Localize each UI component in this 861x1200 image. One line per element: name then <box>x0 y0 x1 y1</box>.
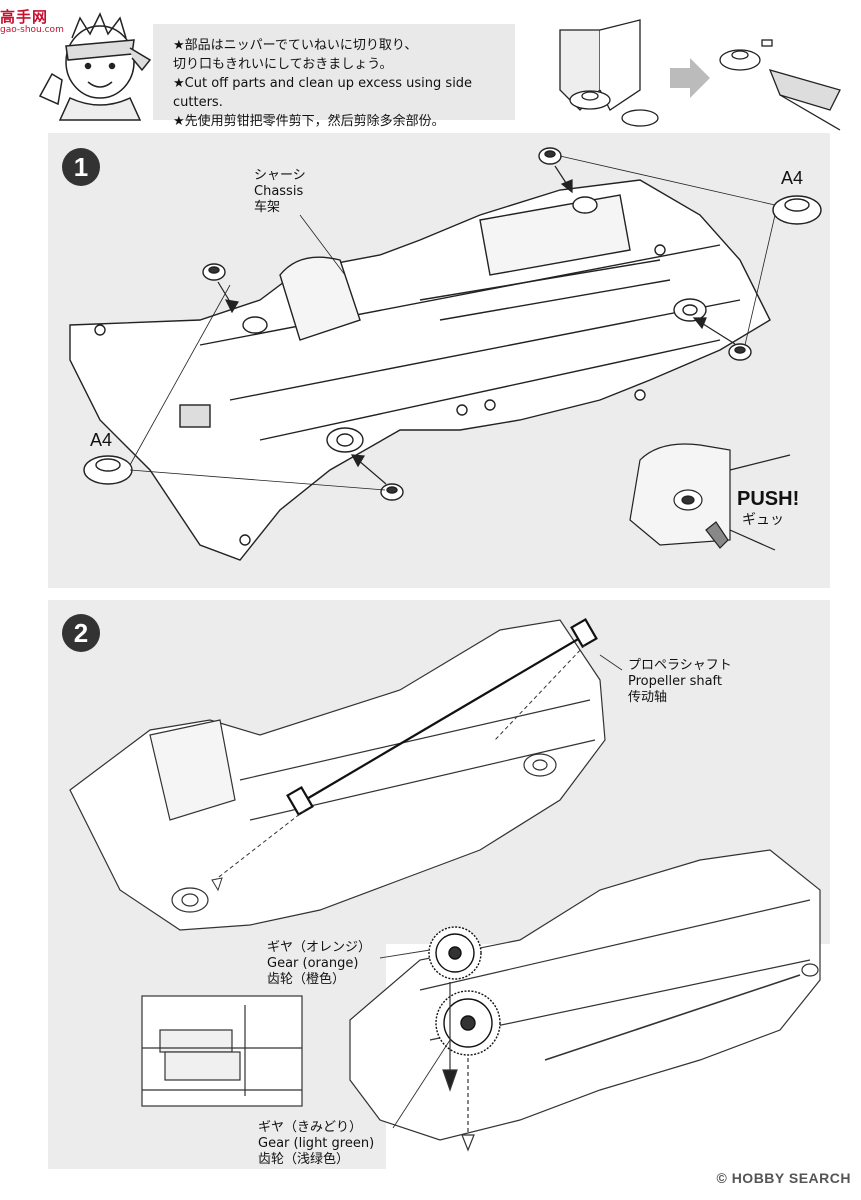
gear-orange-label: ギヤ（オレンジ） Gear (orange) 齿轮（橙色） <box>267 940 371 988</box>
step-2-dashed-guides <box>211 644 586 892</box>
instruction-tip-box: ★部品はニッパーでていねいに切り取り、 切り口もきれいにしておきましょう。 ★C… <box>153 24 515 129</box>
propeller-shaft-label: プロペラシャフト Propeller shaft 传动轴 <box>628 658 732 706</box>
gear-light-green-label: ギヤ（きみどり） Gear (light green) 齿轮（浅绿色） <box>258 1120 374 1168</box>
chassis-label-en: Chassis <box>254 184 304 199</box>
bearing-a4-sample-right <box>772 195 822 225</box>
gear-light-green <box>435 990 501 1056</box>
step-1-chassis-drawing <box>69 179 771 561</box>
hobby-search-credit: © HOBBY SEARCH <box>716 1170 851 1186</box>
gear-light-green-label-ja: ギヤ（きみどり） <box>258 1120 363 1135</box>
bearing-a4-top-left <box>202 263 226 281</box>
propeller-shaft-label-en: Propeller shaft <box>628 674 722 689</box>
gear-orange-label-ja: ギヤ（オレンジ） <box>267 940 372 955</box>
chassis-label-ja: シャーシ <box>254 168 306 183</box>
step-1-bearings <box>83 147 822 501</box>
part-a4-label-left: A4 <box>90 430 113 450</box>
push-sub-label: ギュッ <box>742 512 784 528</box>
step-1-arrows <box>129 155 776 491</box>
cutter-illustration <box>559 19 841 131</box>
step-2-number: 2 <box>62 614 100 652</box>
gear-inset <box>141 995 303 1107</box>
hobby-search-text: HOBBY SEARCH <box>731 1170 851 1186</box>
chassis-label-zh: 车架 <box>254 200 281 215</box>
tip-line-en: ★Cut off parts and clean up excess using… <box>173 76 473 110</box>
gear-insert-arrows <box>442 982 475 1152</box>
tip-line-ja-2: 切り口もきれいにしておきましょう。 <box>173 57 393 72</box>
step-2-lower-chassis-drawing <box>349 849 821 1141</box>
tip-line-zh: ★先使用剪钳把零件剪下，然后剪除多余部份。 <box>173 114 445 129</box>
copyright-icon: © <box>716 1170 728 1186</box>
mascot-illustration <box>38 12 152 121</box>
bearing-a4-bottom <box>380 483 404 501</box>
watermark-logo: 高手网 gao-shou.com <box>0 6 80 35</box>
bearing-a4-right <box>728 343 752 361</box>
gear-orange-label-en: Gear (orange) <box>267 956 359 971</box>
watermark-title: 高手网 <box>0 8 49 26</box>
gear-orange <box>428 926 482 980</box>
chassis-label: シャーシ Chassis 车架 <box>254 168 306 216</box>
gear-light-green-label-zh: 齿轮（浅绿色） <box>258 1152 350 1167</box>
propeller-shaft-label-zh: 传动轴 <box>628 690 668 705</box>
push-inset <box>629 443 791 551</box>
step-2-upper-chassis-drawing <box>69 619 606 931</box>
watermark-url: gao-shou.com <box>0 25 64 35</box>
propeller-shaft-label-ja: プロペラシャフト <box>628 658 732 673</box>
gear-light-green-label-en: Gear (light green) <box>258 1136 375 1151</box>
propeller-shaft <box>286 617 598 817</box>
gear-orange-label-zh: 齿轮（橙色） <box>267 972 346 987</box>
push-label: PUSH! <box>737 488 800 510</box>
step-1-number: 1 <box>62 148 100 186</box>
tip-line-ja-1: ★部品はニッパーでていねいに切り取り、 <box>173 38 418 53</box>
bearing-a4-sample-left <box>83 455 133 485</box>
part-a4-label-right: A4 <box>781 168 804 188</box>
label-leader-lines <box>379 654 623 1129</box>
bearing-a4-top-right <box>538 147 562 165</box>
